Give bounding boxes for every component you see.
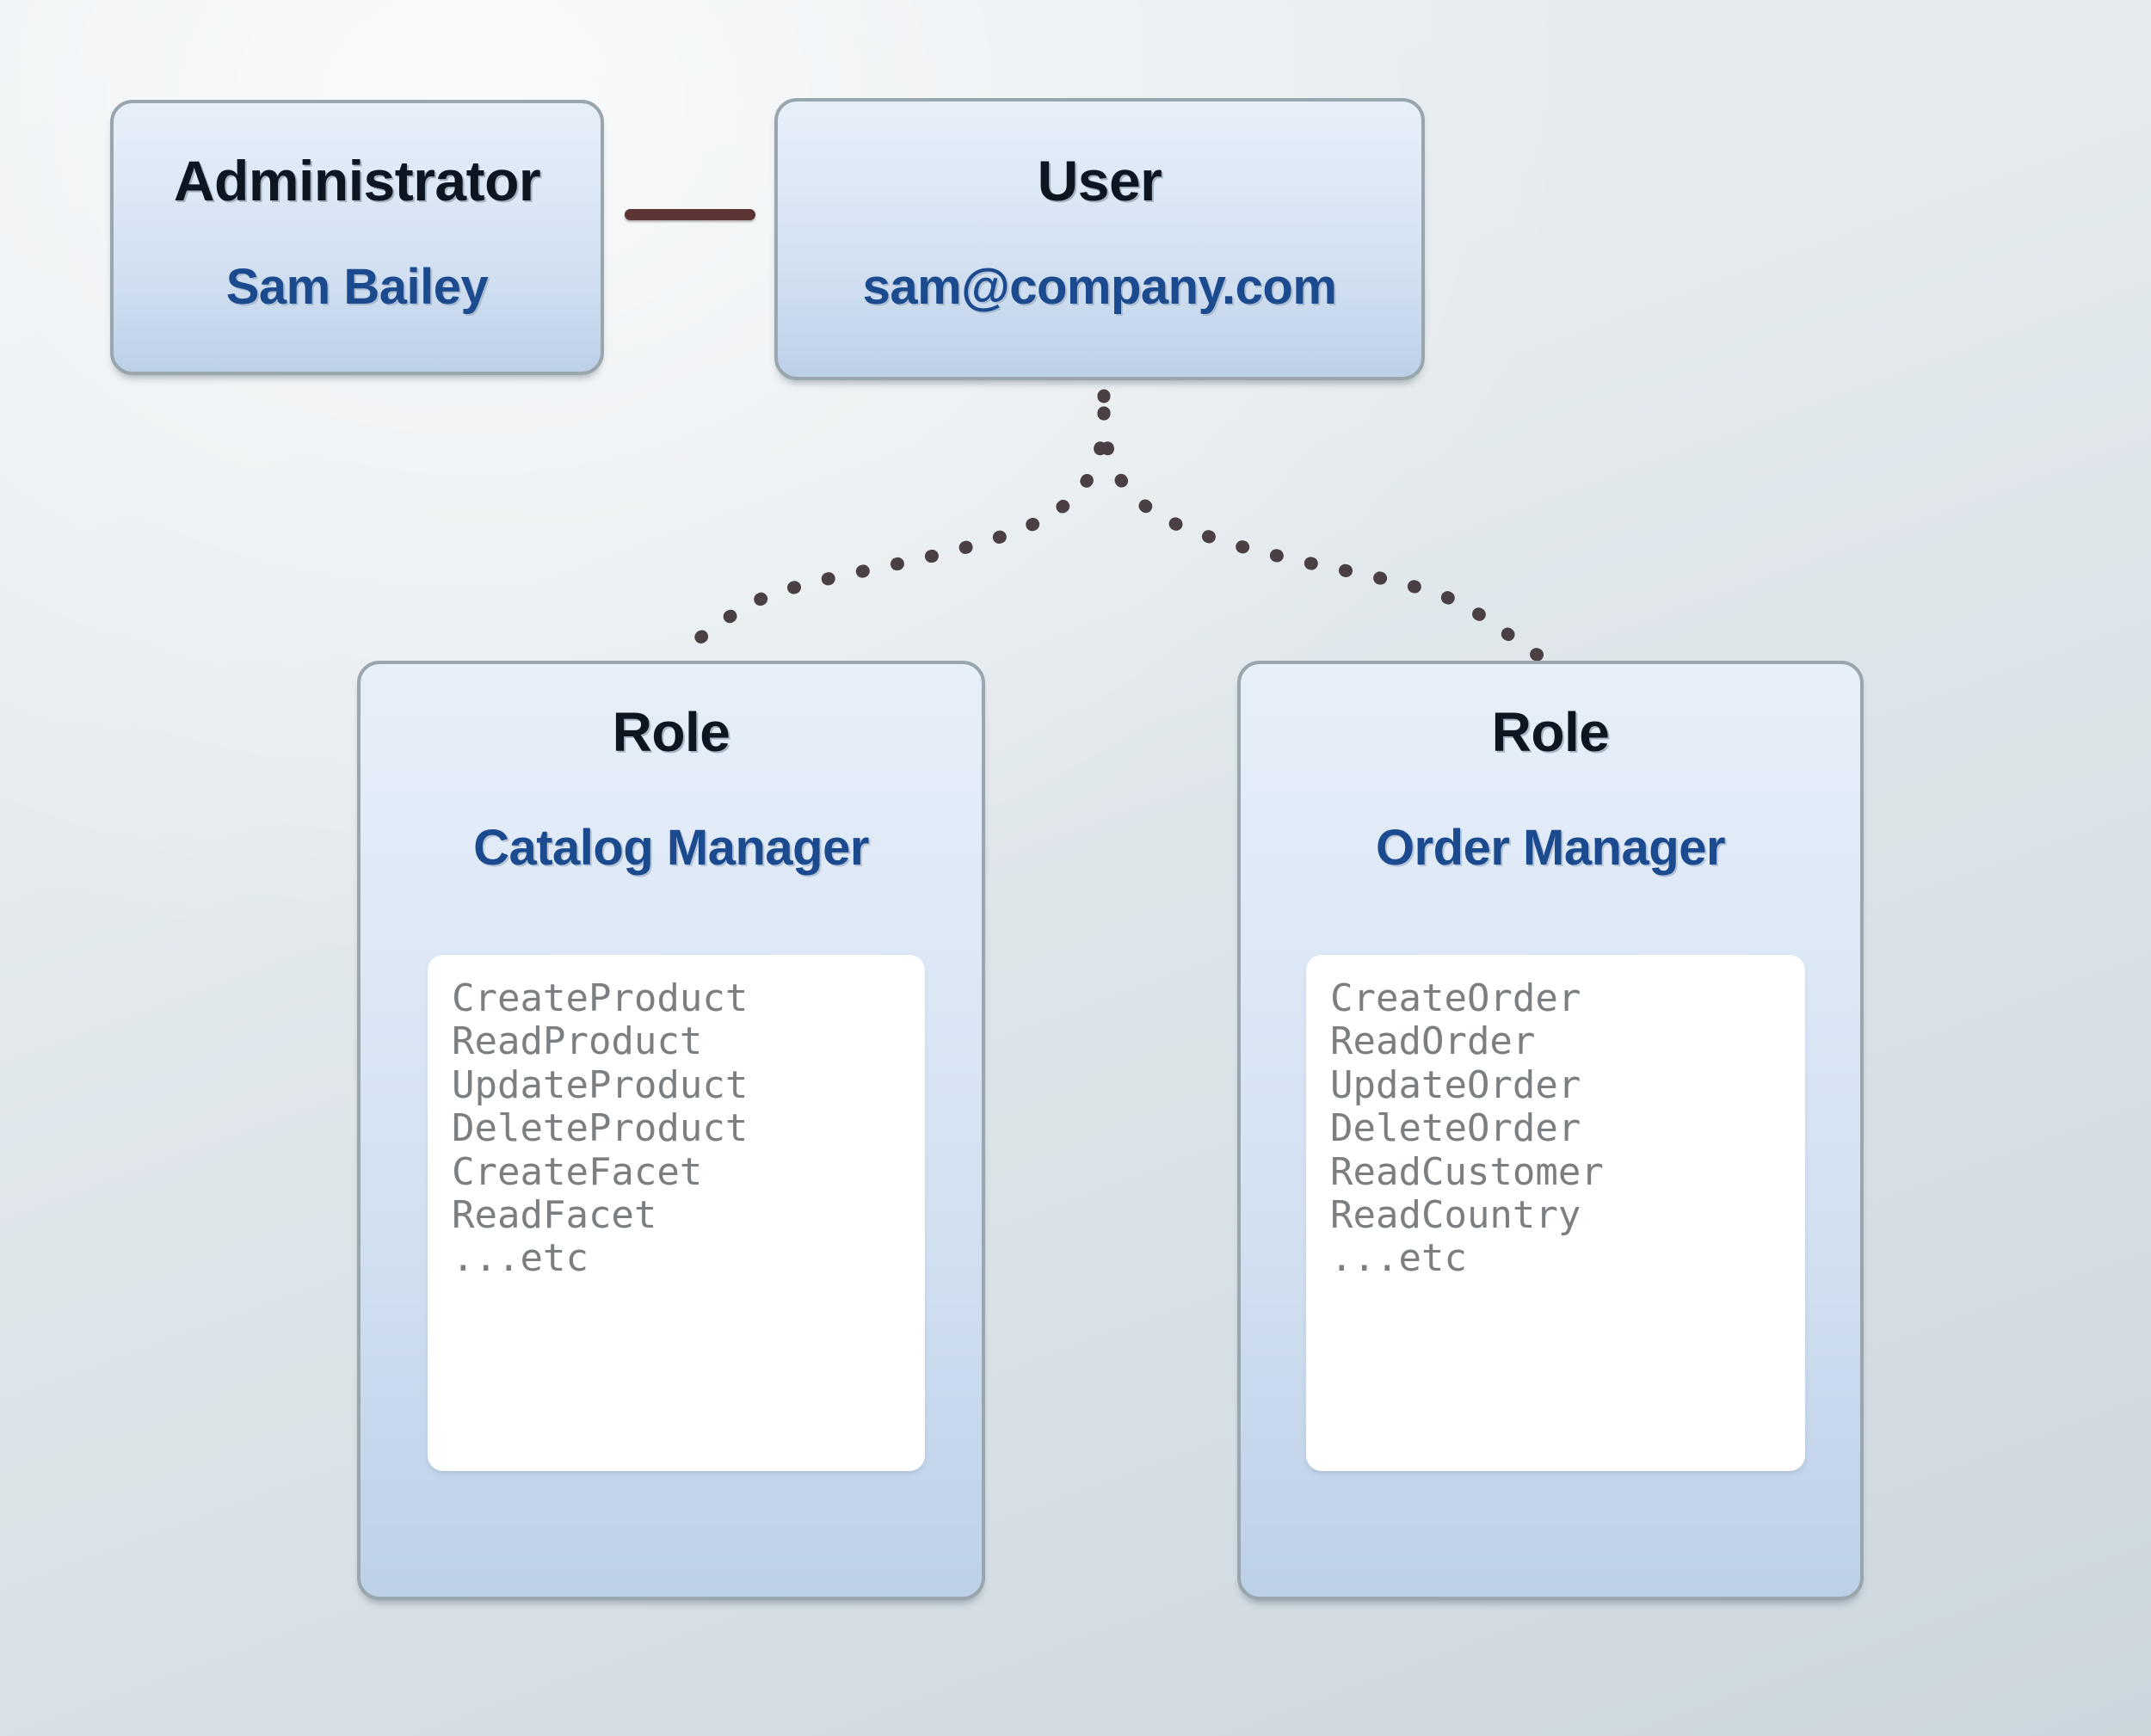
user-value-label: sam@company.com (862, 259, 1337, 315)
permission-item: DeleteOrder (1330, 1106, 1581, 1151)
administrator-user-connector (625, 209, 755, 220)
dotted-branch-right (1097, 406, 1547, 662)
permission-item: ReadCustomer (1330, 1149, 1604, 1194)
permission-item: CreateFacet (452, 1149, 703, 1194)
permission-item: ReadOrder (1330, 1019, 1536, 1064)
permission-item: ReadCountry (1330, 1192, 1581, 1237)
administrator-type-label: Administrator (173, 149, 541, 212)
role-catalog-manager-node[interactable]: Role Catalog Manager CreateProduct ReadP… (357, 661, 985, 1600)
role-order-permission-panel: CreateOrder ReadOrder UpdateOrder Delete… (1306, 955, 1805, 1471)
permission-item: CreateProduct (452, 976, 749, 1020)
permission-item: ReadProduct (452, 1019, 703, 1064)
role-catalog-value-label: Catalog Manager (473, 820, 869, 876)
user-node[interactable]: User sam@company.com (774, 98, 1425, 380)
permission-item: ...etc (1330, 1236, 1467, 1281)
dotted-branch-left (666, 406, 1111, 662)
user-type-label: User (1037, 149, 1162, 212)
role-catalog-permission-panel: CreateProduct ReadProduct UpdateProduct … (428, 955, 925, 1471)
role-order-type-label: Role (1491, 701, 1610, 763)
permission-item: DeleteProduct (452, 1106, 749, 1151)
role-catalog-type-label: Role (612, 701, 730, 763)
administrator-value-label: Sam Bailey (225, 259, 489, 315)
permission-item: UpdateProduct (452, 1062, 749, 1107)
permission-item: UpdateOrder (1330, 1062, 1581, 1107)
role-order-manager-node[interactable]: Role Order Manager CreateOrder ReadOrder… (1237, 661, 1864, 1600)
role-order-value-label: Order Manager (1375, 820, 1726, 876)
permission-item: ReadFacet (452, 1192, 657, 1237)
permission-item: CreateOrder (1330, 976, 1581, 1020)
administrator-node[interactable]: Administrator Sam Bailey (110, 100, 604, 375)
permission-item: ...etc (452, 1236, 589, 1281)
